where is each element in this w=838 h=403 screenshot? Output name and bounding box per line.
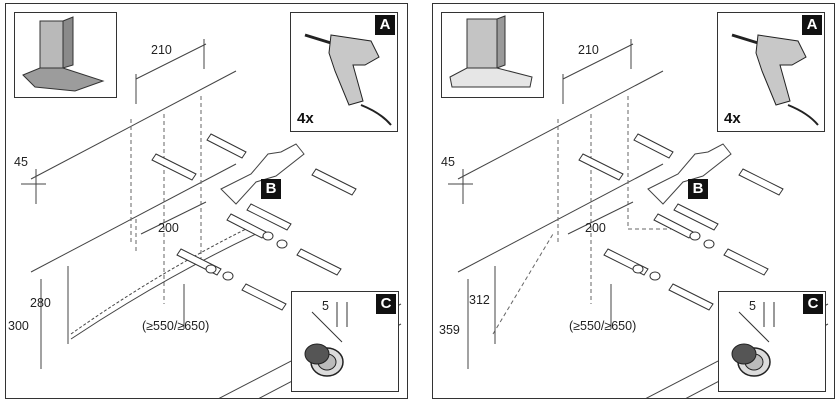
mounting-diagram-right xyxy=(448,39,829,398)
inset-dimension-label: 5 xyxy=(322,299,329,313)
dimension-outer-height: 300 xyxy=(8,319,29,333)
screw-detail-icon xyxy=(304,302,348,377)
chimney-hood-icon xyxy=(22,16,105,92)
inset-dimension-label: 5 xyxy=(749,299,756,313)
box-hood-icon xyxy=(449,15,533,88)
step-badge-b: B xyxy=(261,179,281,199)
drill-count-label: 4x xyxy=(297,110,314,127)
dimension-clearance: (≥550/≥650) xyxy=(569,319,637,333)
hood-thumbnail-left xyxy=(14,12,117,98)
step-badge-c: C xyxy=(803,294,823,314)
screw-detail-inset-left: C 5 xyxy=(291,291,399,392)
drill-icon xyxy=(731,33,819,126)
screw-detail-inset-right: C 5 xyxy=(718,291,826,392)
screw-detail-icon xyxy=(731,302,775,377)
drill-inset-left: A 4x xyxy=(290,12,398,132)
step-badge-b: B xyxy=(688,179,708,199)
hood-thumbnail-right xyxy=(441,12,544,98)
drill-count-label: 4x xyxy=(724,110,741,127)
dimension-top-width: 210 xyxy=(578,43,599,57)
dimension-lower-width: 200 xyxy=(585,221,606,235)
drill-inset-right: A 4x xyxy=(717,12,825,132)
step-badge-a: A xyxy=(375,15,395,35)
step-badge-c: C xyxy=(376,294,396,314)
dimension-clearance: (≥550/≥650) xyxy=(142,319,210,333)
dimension-top-width: 210 xyxy=(151,43,172,57)
step-badge-a: A xyxy=(802,15,822,35)
dimension-outer-height: 359 xyxy=(439,323,460,337)
mounting-diagram-left xyxy=(21,39,402,398)
dimension-top-offset: 45 xyxy=(441,155,455,169)
dimension-inner-height: 312 xyxy=(469,293,490,307)
drill-icon xyxy=(304,33,392,126)
dimension-top-offset: 45 xyxy=(14,155,28,169)
dimension-lower-width: 200 xyxy=(158,221,179,235)
dimension-inner-height: 280 xyxy=(30,296,51,310)
installation-panel-right: A 4x B C 5 210 45 200 312 359 (≥550/≥650… xyxy=(432,3,835,399)
installation-panel-left: A 4x B C 5 210 45 200 280 300 (≥550/≥650… xyxy=(5,3,408,399)
